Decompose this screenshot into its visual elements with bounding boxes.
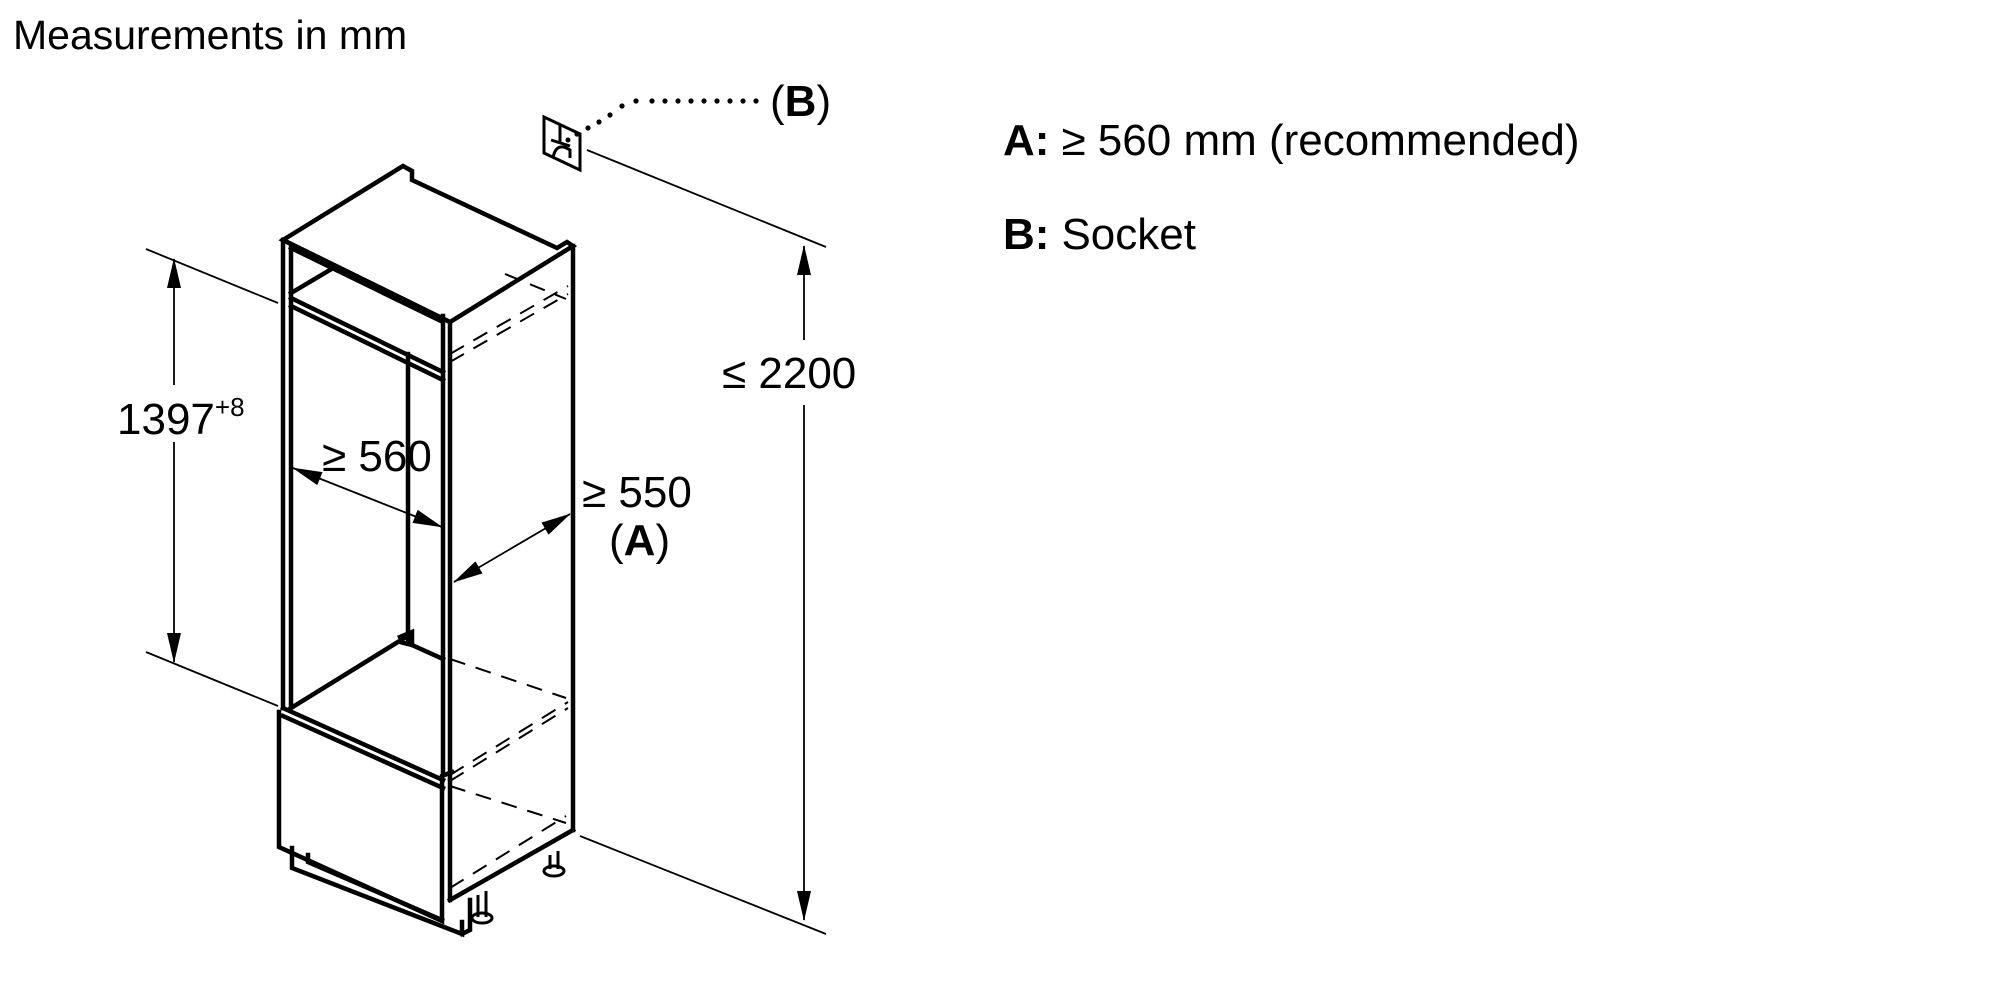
niche-height-label: 1397+8 [117,392,245,444]
niche-floor-right [409,642,446,662]
niche-floor-back [287,633,410,712]
legend-item-a: A:≥ 560 mm (recommended) [1003,114,1580,168]
dimension-cabinet-depth: ≥ 550 (A) [453,468,692,583]
tall-cabinet [276,163,578,938]
legend-key-a: A: [1003,116,1050,165]
extension-line-niche-bottom [145,651,279,707]
legend-key-b: B: [1003,210,1050,259]
niche-floor-corner [397,628,415,648]
legend-item-b: B:Socket [1003,208,1196,262]
upper-shelf-front-lower [287,302,447,384]
upper-shelf-front [287,294,447,376]
page-title: Measurements in mm [13,12,408,58]
depth-callout-label: (A) [609,516,670,565]
upper-shelf-back [287,263,339,297]
power-socket-icon [542,114,582,173]
cabinet-bottom-edge [446,826,577,904]
total-height-label: ≤ 2200 [722,349,856,398]
socket-leader-line [574,98,759,137]
cabinet-upper-inner-frame [287,244,447,326]
extension-line-bottom-total [579,835,827,935]
cabinet-top-front-edge [279,236,454,326]
legend-text-a: ≥ 560 mm (recommended) [1061,116,1580,165]
cabinet-depth-label: ≥ 550 [582,468,692,517]
lower-front-top-edge [280,705,446,783]
cabinet-top-panel [278,163,578,325]
dimension-total-height: ≤ 2200 [722,245,856,921]
plinth-right [458,897,473,938]
dimension-niche-width: ≥ 560 [292,432,443,528]
niche-width-label: ≥ 560 [322,432,432,481]
extension-line-niche-top [145,248,279,304]
hidden-lines [449,273,569,889]
plinth-inner [305,852,445,923]
dimension-niche-height: 1397+8 [117,258,245,663]
legend-text-b: Socket [1061,210,1196,259]
socket-callout-label: (B) [770,77,831,126]
extension-line-top-total [586,149,827,248]
plinth [289,845,465,938]
adjustable-feet [470,851,566,925]
lower-front-top-edge-2 [280,713,446,791]
